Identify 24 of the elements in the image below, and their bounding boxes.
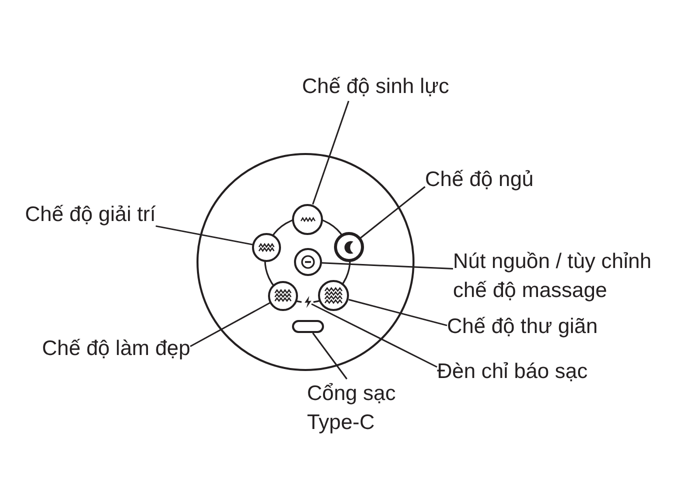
leader-line (312, 100, 350, 205)
round-button (252, 232, 282, 262)
callout-label: Nút nguồn / tùy chỉnh chế độ massage (453, 247, 668, 305)
callout-label: Đèn chỉ báo sạc (437, 357, 588, 386)
leader-line (322, 262, 454, 270)
callout-label: Chế độ ngủ (425, 165, 534, 194)
round-button (318, 280, 350, 312)
callout-label: Chế độ sinh lực (302, 72, 450, 101)
leader-line (312, 332, 348, 380)
leader-line (190, 302, 270, 348)
leader-line (360, 186, 426, 239)
round-button (294, 248, 322, 276)
round-button (292, 204, 324, 234)
leader-line (311, 303, 438, 368)
lightning-icon (304, 296, 312, 308)
callout-label: Cổng sạc Type-C (307, 379, 407, 437)
leader-line (348, 298, 448, 326)
callout-label: Chế độ giải trí (25, 200, 156, 229)
round-button (334, 232, 364, 262)
port-slot (292, 320, 324, 333)
callout-label: Chế độ thư giãn (447, 312, 598, 341)
leader-line (156, 225, 253, 246)
callout-label: Chế độ làm đẹp (42, 334, 190, 363)
round-button (268, 280, 298, 311)
